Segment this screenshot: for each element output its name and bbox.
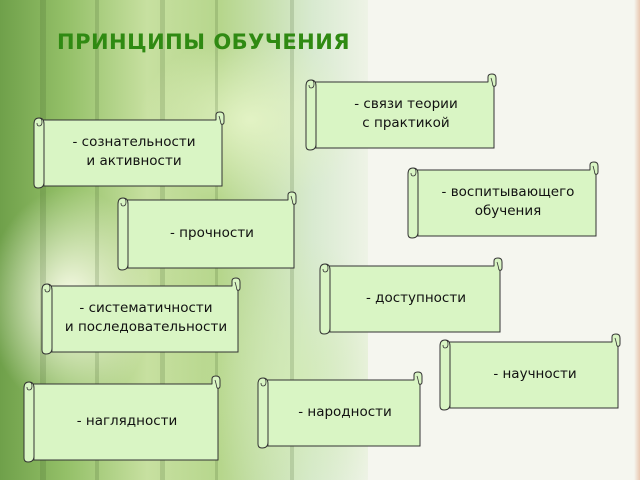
principle-label: - наглядности (76, 412, 178, 429)
principle-label: - прочности (170, 224, 254, 241)
principle-scroll-systematicity: - систематичности и последовательности (40, 277, 242, 355)
principle-scroll-theory-practice: - связи теории с практикой (304, 73, 498, 151)
principle-scroll-nationality: - народности (256, 371, 424, 449)
slide-edge (634, 0, 640, 480)
principle-scroll-accessibility: - доступности (318, 257, 504, 335)
principle-scroll-consciousness: - сознательности и активности (32, 111, 226, 189)
principle-label: - народности (298, 403, 392, 420)
principle-scroll-science: - научности (438, 333, 622, 411)
principle-scroll-visuality: - наглядности (22, 375, 222, 463)
principle-label: - доступности (365, 289, 466, 306)
principle-label: - воспитывающего обучения (441, 184, 575, 219)
page-title: ПРИНЦИПЫ ОБУЧЕНИЯ (57, 30, 351, 54)
principle-scroll-upbringing: - воспитывающего обучения (406, 161, 600, 239)
principle-scroll-durability: - прочности (116, 191, 298, 271)
principle-label: - систематичности и последовательности (64, 300, 228, 335)
principle-label: - научности (493, 365, 577, 382)
principle-label: - сознательности и активности (72, 134, 196, 169)
principle-label: - связи теории с практикой (354, 96, 458, 131)
